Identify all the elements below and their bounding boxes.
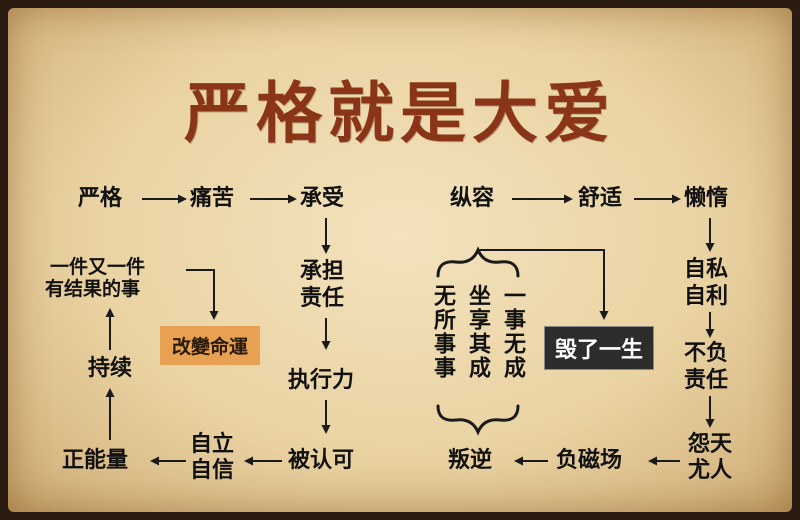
node-results-line2: 有结果的事 [45, 278, 141, 300]
node-endure: 承受 [300, 186, 345, 211]
node-positive-energy: 正能量 [62, 448, 129, 473]
node-confidence: 自立自信 [190, 432, 235, 483]
node-selfish: 自私自利 [684, 257, 729, 309]
change-fate-box: 改變命運 [160, 326, 261, 365]
node-persist: 持续 [88, 356, 133, 381]
bracket-text-col1: 一事无成 [500, 284, 525, 380]
node-results-line1: 一件又一件 [50, 256, 146, 278]
page-title: 严格就是大爱 [184, 74, 616, 152]
bracket-text-col3: 无所事事 [430, 284, 455, 380]
node-negative-field: 负磁场 [556, 448, 623, 473]
parchment-background [8, 8, 792, 512]
node-recognized: 被认可 [288, 448, 355, 473]
node-blame: 怨天尤人 [688, 432, 733, 483]
arrow-results-to-fate [186, 269, 219, 320]
top-curly-brace [436, 246, 520, 278]
bottom-curly-brace [436, 404, 520, 436]
node-lazy: 懒惰 [684, 186, 729, 211]
ruin-life-box: 毁了一生 [544, 326, 655, 370]
node-execution: 执行力 [288, 368, 355, 393]
node-irresponsible: 不负责任 [684, 341, 729, 393]
node-strict: 严格 [78, 186, 123, 211]
bracket-text-col2: 坐享其成 [465, 284, 490, 380]
node-indulge: 纵容 [450, 186, 495, 211]
node-responsible: 承担责任 [300, 259, 345, 311]
node-comfort: 舒适 [578, 186, 623, 211]
arrow-bracket-to-ruin [478, 249, 609, 320]
node-pain: 痛苦 [190, 186, 235, 211]
node-rebellion: 叛逆 [448, 448, 493, 473]
